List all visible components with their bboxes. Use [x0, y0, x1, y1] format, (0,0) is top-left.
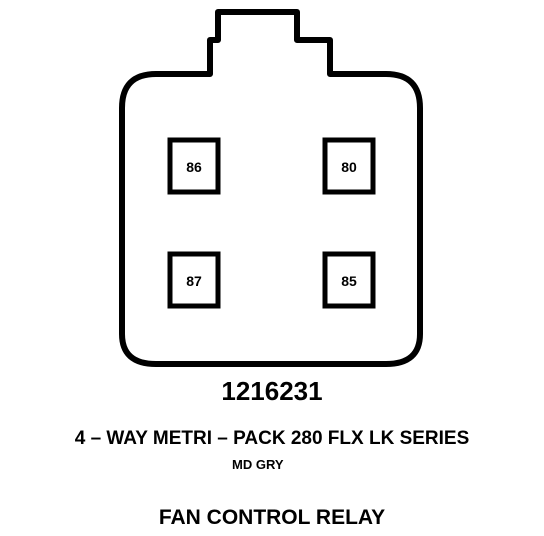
pin-cavity-87: 87 [167, 251, 221, 309]
pin-cavity-86: 86 [167, 137, 221, 195]
pin-cavity-box [322, 251, 376, 309]
component-name: FAN CONTROL RELAY [158, 506, 386, 529]
pin-cavity-80: 80 [322, 137, 376, 195]
connector-description: 4 – WAY METRI – PACK 280 FLX LK SERIES [74, 428, 470, 449]
pin-label: 85 [341, 273, 357, 289]
pin-cavity-box [167, 137, 221, 195]
pin-label: 86 [186, 159, 202, 175]
pin-cavity-box [322, 137, 376, 195]
part-number: 1216231 [221, 376, 323, 406]
connector-body-outline [119, 9, 423, 367]
pin-cavity-85: 85 [322, 251, 376, 309]
pin-label: 80 [341, 159, 357, 175]
connector-color: MD GRY [232, 457, 284, 472]
pin-label: 87 [186, 273, 202, 289]
pin-cavity-box [167, 251, 221, 309]
